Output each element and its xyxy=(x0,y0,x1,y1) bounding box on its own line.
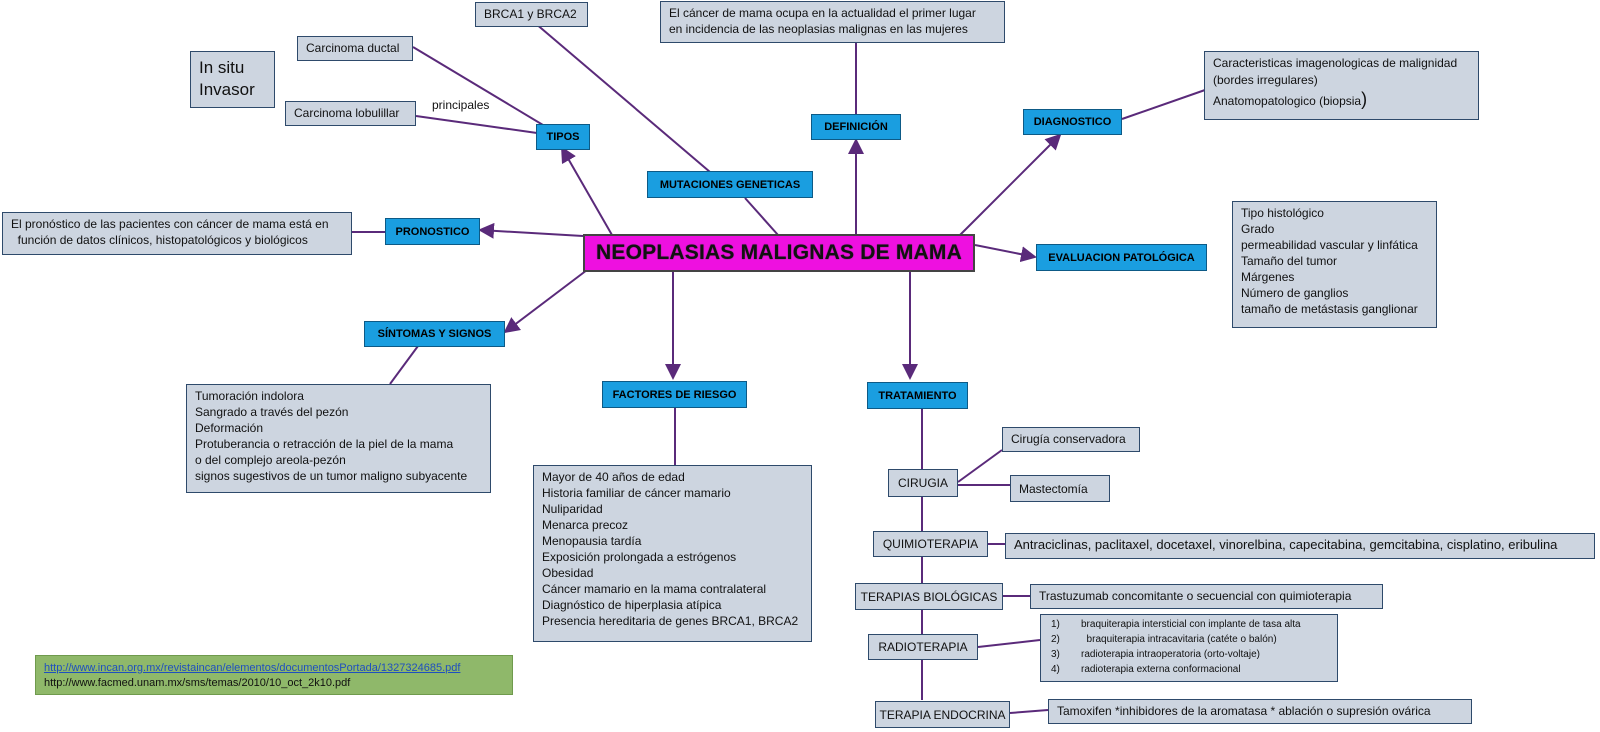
definicion-line: en incidencia de las neoplasias malignas… xyxy=(669,22,968,36)
link-pronostico xyxy=(478,222,584,239)
branch-pronostico: PRONOSTICO xyxy=(385,218,480,245)
sintoma-item: o del complejo areola-pezón xyxy=(195,453,346,467)
link-evaluacion xyxy=(974,244,1037,263)
terapias-biologicas-node: TERAPIAS BIOLÓGICAS xyxy=(855,583,1003,610)
radioterapia-item: 1) braquiterapia intersticial con implant… xyxy=(1051,617,1327,632)
terapia-endocrina-detail-box: Tamoxifen *inhibidores de la aromatasa *… xyxy=(1048,699,1472,724)
radioterapia-item-number: 4) xyxy=(1051,664,1060,675)
radioterapia-detail-box: 1) braquiterapia intersticial con implant… xyxy=(1040,614,1338,682)
link-mutaciones xyxy=(744,197,779,236)
quimioterapia-node: QUIMIOTERAPIA xyxy=(873,531,988,557)
link-lobulillar xyxy=(415,115,538,134)
sintoma-item: Sangrado a través del pezón xyxy=(195,405,349,419)
insitu-invasor-box: In situ Invasor xyxy=(190,51,275,108)
radioterapia-item: 3) radioterapia intraoperatoria (orto-vol… xyxy=(1051,647,1327,662)
radioterapia-item-number: 1) xyxy=(1051,619,1060,630)
radioterapia-item-text: radioterapia externa conformacional xyxy=(1081,664,1241,675)
factor-item: Presencia hereditaria de genes BRCA1, BR… xyxy=(542,614,799,628)
evaluacion-box: Tipo histológico Grado permeabilidad vas… xyxy=(1232,201,1437,328)
pronostico-box: El pronóstico de las pacientes con cánce… xyxy=(2,212,352,255)
factor-item: Obesidad xyxy=(542,566,594,580)
link-sintomas xyxy=(503,269,588,334)
link-sint-box xyxy=(389,345,419,385)
factor-item: Menarca precoz xyxy=(542,518,629,532)
pronostico-line: El pronóstico de las pacientes con cánce… xyxy=(11,217,329,231)
factores-box: Mayor de 40 años de edad Historia famili… xyxy=(533,465,812,642)
branch-diagnostico: DIAGNOSTICO xyxy=(1023,109,1122,135)
branch-tratamiento: TRATAMIENTO xyxy=(867,382,968,409)
link-cirugia-conservadora xyxy=(957,449,1003,483)
evaluacion-item: Tipo histológico xyxy=(1241,206,1324,220)
branch-evaluacion-patologica: EVALUACION PATOLÓGICA xyxy=(1036,244,1207,271)
branch-mutaciones-geneticas: MUTACIONES GENETICAS xyxy=(647,171,813,198)
diagnostico-box: Caracteristicas imagenologicas de malign… xyxy=(1204,51,1479,120)
terapia-endocrina-node: TERAPIA ENDOCRINA xyxy=(875,701,1010,728)
link-tipos xyxy=(561,146,613,236)
definicion-line: El cáncer de mama ocupa en la actualidad… xyxy=(669,6,976,20)
radioterapia-item-number: 2) xyxy=(1051,634,1060,645)
tipo-carcinoma-lobulillar: Carcinoma lobulillar xyxy=(285,101,416,126)
reference-text-facmed: http://www.facmed.unam.mx/sms/temas/2010… xyxy=(44,677,351,689)
principales-label: principales xyxy=(432,98,490,112)
terapias-biologicas-detail-box: Trastuzumab concomitante o secuencial co… xyxy=(1030,584,1383,609)
invasor-label: Invasor xyxy=(199,80,255,99)
radioterapia-item: 2) braquiterapia intracavitaria (catéte … xyxy=(1051,632,1327,647)
factor-item: Mayor de 40 años de edad xyxy=(542,470,685,484)
factor-item: Diagnóstico de hiperplasia atípica xyxy=(542,598,722,612)
tipo-carcinoma-ductal: Carcinoma ductal xyxy=(297,36,413,61)
factor-item: Nuliparidad xyxy=(542,502,603,516)
evaluacion-item: permeabilidad vascular y linfática xyxy=(1241,238,1418,252)
branch-sintomas-signos: SÍNTOMAS Y SIGNOS xyxy=(364,321,505,347)
branch-factores-riesgo: FACTORES DE RIESGO xyxy=(602,381,747,408)
central-topic: NEOPLASIAS MALIGNAS DE MAMA xyxy=(583,234,975,272)
link-diagnostico xyxy=(959,133,1062,236)
link-endocrina xyxy=(1009,709,1049,714)
brca-box: BRCA1 y BRCA2 xyxy=(475,2,588,27)
factor-item: Exposición prolongada a estrógenos xyxy=(542,550,737,564)
evaluacion-item: Márgenes xyxy=(1241,270,1295,284)
radioterapia-item: 4) radioterapia externa conformacional xyxy=(1051,662,1327,677)
insitu-label: In situ xyxy=(199,58,245,77)
factor-item: Historia familiar de cáncer mamario xyxy=(542,486,731,500)
evaluacion-item: Número de ganglios xyxy=(1241,286,1349,300)
references-box: http://www.incan.org.mx/revistaincan/ele… xyxy=(35,655,513,695)
factor-item: Menopausia tardía xyxy=(542,534,642,548)
link-ductal xyxy=(412,46,549,129)
radioterapia-item-text: braquiterapia intersticial con implante … xyxy=(1081,619,1301,630)
diagnostico-line: (bordes irregulares) xyxy=(1213,73,1318,87)
link-diag-box xyxy=(1121,89,1206,120)
radioterapia-item-number: 3) xyxy=(1051,649,1060,660)
factor-item: Cáncer mamario en la mama contralateral xyxy=(542,582,767,596)
link-brca xyxy=(534,22,711,173)
diagnostico-line: Anatomopatologico (biopsia) xyxy=(1213,89,1470,110)
sintoma-item: signos sugestivos de un tumor maligno su… xyxy=(195,469,468,483)
radioterapia-node: RADIOTERAPIA xyxy=(868,634,978,660)
radioterapia-item-text: radioterapia intraoperatoria (orto-volta… xyxy=(1081,649,1260,660)
sintoma-item: Protuberancia o retracción de la piel de… xyxy=(195,437,454,451)
branch-tipos: TIPOS xyxy=(536,124,590,150)
radioterapia-item-text: braquiterapia intracavitaria (catéte o b… xyxy=(1081,634,1277,645)
diagnostico-line: Caracteristicas imagenologicas de malign… xyxy=(1213,56,1458,70)
evaluacion-item: tamaño de metástasis ganglionar xyxy=(1241,302,1418,316)
pronostico-line: función de datos clínicos, histopatológi… xyxy=(11,233,308,247)
reference-link-incan[interactable]: http://www.incan.org.mx/revistaincan/ele… xyxy=(44,662,461,674)
cirugia-node: CIRUGIA xyxy=(888,469,958,497)
sintoma-item: Tumoración indolora xyxy=(195,389,304,403)
cirugia-conservadora-box: Cirugía conservadora xyxy=(1002,427,1140,452)
sintomas-box: Tumoración indolora Sangrado a través de… xyxy=(186,384,491,493)
evaluacion-item: Grado xyxy=(1241,222,1275,236)
quimioterapia-detail-box: Antraciclinas, paclitaxel, docetaxel, vi… xyxy=(1005,533,1595,559)
branch-definicion: DEFINICIÓN xyxy=(811,114,901,140)
definicion-box: El cáncer de mama ocupa en la actualidad… xyxy=(660,1,1005,43)
diagnostico-paren: ) xyxy=(1361,89,1368,109)
link-radio xyxy=(977,639,1041,648)
mastectomia-box: Mastectomía xyxy=(1010,475,1110,502)
sintoma-item: Deformación xyxy=(195,421,264,435)
diagnostico-biopsia: Anatomopatologico (biopsia xyxy=(1213,94,1362,108)
evaluacion-item: Tamaño del tumor xyxy=(1241,254,1338,268)
